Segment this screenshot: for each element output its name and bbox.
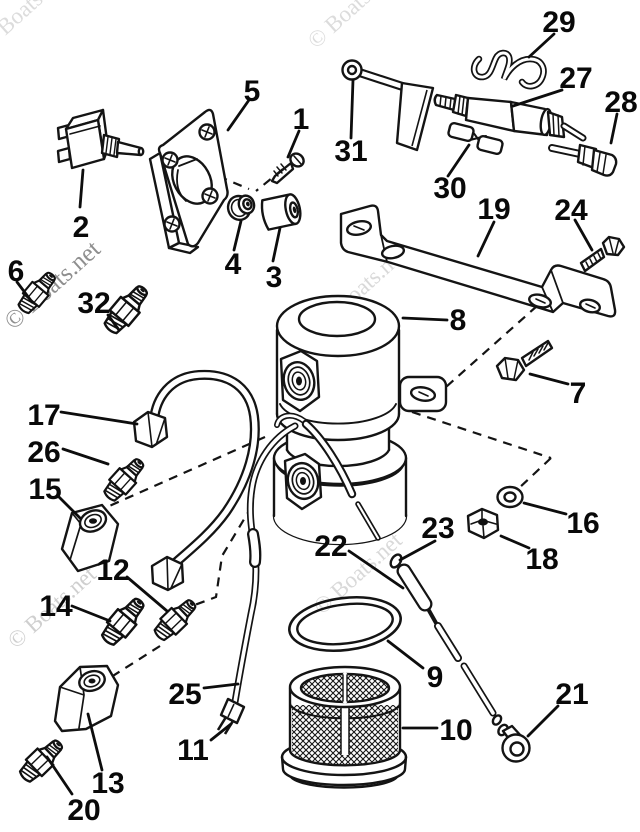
part-29-clip <box>470 49 547 90</box>
callout-12[interactable]: 12 <box>96 554 129 587</box>
callout-21[interactable]: 21 <box>555 678 588 711</box>
part-2-switch <box>56 108 145 170</box>
callout-20[interactable]: 20 <box>67 794 100 827</box>
callout-9[interactable]: 9 <box>427 661 444 694</box>
part-17-fuel-line <box>132 369 260 592</box>
part-7-screw <box>495 339 554 382</box>
part-1-screw <box>270 152 305 185</box>
callout-14[interactable]: 14 <box>39 590 73 623</box>
part-10-filter-element <box>280 665 408 789</box>
part-19-bracket <box>339 204 617 318</box>
callout-29[interactable]: 29 <box>542 6 575 39</box>
callout-7[interactable]: 7 <box>570 377 587 410</box>
part-30-connector <box>447 121 504 156</box>
callout-16[interactable]: 16 <box>566 507 599 540</box>
callout-8[interactable]: 8 <box>450 304 467 337</box>
part-14-fitting <box>96 592 151 651</box>
part-28-terminal <box>548 143 618 177</box>
callout-18[interactable]: 18 <box>525 543 558 576</box>
callout-6[interactable]: 6 <box>8 255 25 288</box>
callout-32[interactable]: 32 <box>77 287 110 320</box>
part-18-nut <box>466 507 500 540</box>
part-5-plate <box>148 108 229 255</box>
callout-23[interactable]: 23 <box>421 512 454 545</box>
part-27-fuse-holder <box>433 93 587 142</box>
part-11-connector <box>216 697 246 735</box>
callout-1[interactable]: 1 <box>293 103 310 136</box>
part-16-washer <box>496 485 524 509</box>
callout-28[interactable]: 28 <box>604 86 637 119</box>
part-23-sleeve <box>389 553 403 569</box>
callout-3[interactable]: 3 <box>266 261 283 294</box>
part-26-fitting <box>98 452 151 506</box>
alignment-dashed-lines <box>106 162 552 680</box>
callout-19[interactable]: 19 <box>477 193 510 226</box>
callout-10[interactable]: 10 <box>439 714 472 747</box>
callout-25[interactable]: 25 <box>168 678 201 711</box>
callout-31[interactable]: 31 <box>334 135 367 168</box>
part-15-connector-block <box>60 503 120 573</box>
callout-labels: 1 2 3 4 5 6 7 8 9 10 11 12 13 14 15 16 1… <box>8 6 638 827</box>
callout-26[interactable]: 26 <box>27 436 60 469</box>
part-4-grommet <box>226 194 256 222</box>
callout-24[interactable]: 24 <box>554 194 588 227</box>
callout-13[interactable]: 13 <box>91 767 124 800</box>
callout-17[interactable]: 17 <box>27 399 60 432</box>
part-24-screw <box>579 235 626 273</box>
callout-5[interactable]: 5 <box>244 75 261 108</box>
callout-11[interactable]: 11 <box>177 734 209 767</box>
callout-2[interactable]: 2 <box>73 211 90 244</box>
part-22-wire <box>301 419 509 737</box>
part-3-spacer <box>260 193 302 231</box>
leader-lines <box>15 32 619 796</box>
callout-4[interactable]: 4 <box>225 248 242 281</box>
callout-27[interactable]: 27 <box>559 62 592 95</box>
part-9-o-ring <box>288 596 402 652</box>
part-25-wire <box>231 412 307 706</box>
callout-15[interactable]: 15 <box>28 473 61 506</box>
part-31-lead-wire <box>341 59 435 152</box>
part-13-connector-block <box>53 664 120 733</box>
callout-30[interactable]: 30 <box>433 172 466 205</box>
part-21-ring-terminal <box>501 724 531 763</box>
callout-22[interactable]: 22 <box>314 530 347 563</box>
